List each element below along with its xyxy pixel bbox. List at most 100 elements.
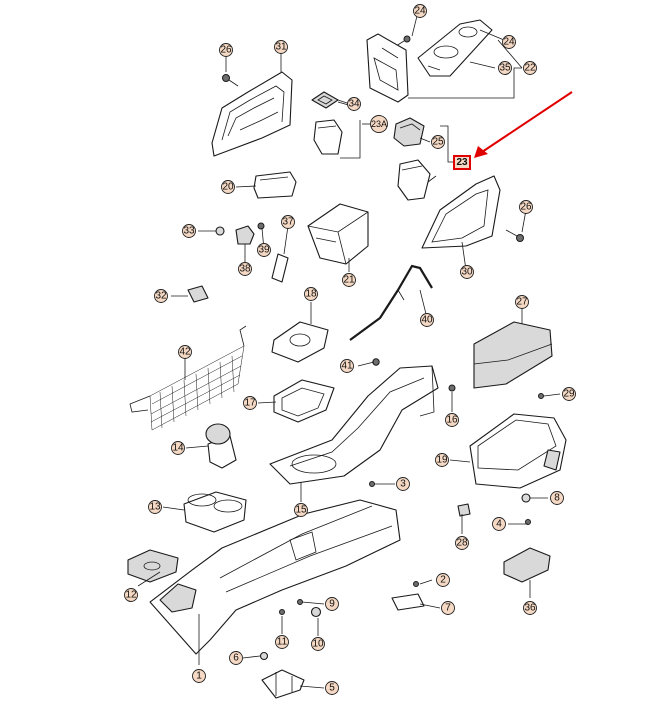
- part-4-screw: [525, 519, 531, 525]
- callout-35: 35: [498, 61, 512, 75]
- callout-9-label: 9: [329, 599, 335, 610]
- callout-13-label: 13: [149, 502, 161, 513]
- callout-9: 9: [325, 597, 339, 611]
- callout-31: 31: [274, 40, 288, 54]
- part-17-trim-ring: [273, 379, 335, 423]
- callout-36: 36: [523, 601, 537, 615]
- callout-36-label: 36: [524, 603, 536, 614]
- part-26-screw-right: [505, 229, 524, 242]
- callout-23-label: 23: [456, 157, 468, 168]
- callout-41: 41: [340, 359, 354, 373]
- part-28-clip: [457, 503, 471, 517]
- callout-39: 39: [257, 243, 271, 257]
- callout-1-label: 1: [196, 671, 202, 682]
- callout-7-label: 7: [445, 603, 451, 614]
- callout-25-label: 25: [432, 137, 444, 148]
- part-40-cable: [349, 264, 433, 341]
- part-7-bracket: [391, 593, 425, 611]
- callout-40: 40: [420, 313, 434, 327]
- part-1-console-base: [149, 499, 401, 655]
- part-27-armrest-lid: [473, 321, 553, 389]
- callout-11: 11: [275, 635, 289, 649]
- part-6-clip: [259, 651, 269, 661]
- callout-16: 16: [445, 413, 459, 427]
- callout-29-label: 29: [563, 389, 575, 400]
- part-26-screw-left: [222, 74, 239, 87]
- callout-31-label: 31: [275, 42, 287, 53]
- callout-1: 1: [192, 669, 206, 683]
- callout-22-label: 22: [524, 63, 536, 74]
- callout-37-label: 37: [282, 217, 294, 228]
- part-16-clip: [448, 384, 456, 392]
- callout-34-label: 34: [348, 99, 360, 110]
- part-18-shifter-boot: [271, 321, 329, 363]
- callout-26-right-label: 26: [520, 202, 532, 213]
- callout-33: 33: [182, 224, 196, 238]
- part-42-cargo-net: [129, 325, 247, 431]
- part-32-connector: [187, 285, 209, 303]
- callout-30: 30: [460, 265, 474, 279]
- highlight-arrow: [474, 91, 573, 158]
- part-39-bulb: [257, 222, 265, 230]
- callout-2-label: 2: [440, 575, 446, 586]
- callout-3: 3: [396, 477, 410, 491]
- callout-10: 10: [311, 637, 325, 651]
- callout-10-label: 10: [312, 639, 324, 650]
- callout-16-label: 16: [446, 415, 458, 426]
- part-8-grommet: [521, 493, 531, 503]
- callout-4: 4: [492, 517, 506, 531]
- part-24-screw-top: [395, 35, 411, 47]
- callout-17: 17: [243, 396, 257, 410]
- callout-42: 42: [178, 345, 192, 359]
- callout-18-label: 18: [305, 289, 317, 300]
- callout-38-label: 38: [239, 264, 251, 275]
- callout-8: 8: [550, 491, 564, 505]
- callout-20-label: 20: [222, 182, 234, 193]
- callout-26-left: 26: [219, 43, 233, 57]
- callout-20: 20: [221, 180, 235, 194]
- callout-14: 14: [171, 441, 185, 455]
- callout-8-label: 8: [554, 493, 560, 504]
- callout-23A-label: 23A: [371, 119, 387, 129]
- part-2-screw: [413, 581, 419, 587]
- part-21-storage-box: [307, 203, 369, 265]
- callout-33-label: 33: [183, 226, 195, 237]
- callout-39-label: 39: [258, 245, 270, 256]
- part-33-clip: [215, 226, 225, 236]
- part-25-small-box: [393, 117, 425, 147]
- callout-2: 2: [436, 573, 450, 587]
- callout-24-right: 24: [502, 35, 516, 49]
- part-15-console-frame: [269, 365, 439, 485]
- callout-23A: 23A: [370, 115, 388, 133]
- callout-29: 29: [562, 387, 576, 401]
- callout-24-top-label: 24: [414, 6, 426, 17]
- callout-21-label: 21: [343, 275, 355, 286]
- part-20-small-tray: [253, 171, 297, 199]
- part-30-right-side-trim: [421, 175, 501, 249]
- part-3-screw: [369, 481, 375, 487]
- part-34-button: [311, 91, 339, 109]
- part-13-cupholder: [183, 491, 247, 533]
- callout-17-label: 17: [244, 398, 256, 409]
- callout-27: 27: [515, 295, 529, 309]
- part-23A-tray: [313, 119, 343, 155]
- part-38-switch: [235, 225, 255, 245]
- leader-lines: [137, 11, 561, 689]
- callout-15-label: 15: [295, 505, 307, 516]
- part-12-cover: [127, 549, 179, 583]
- callout-25: 25: [431, 135, 445, 149]
- callout-3-label: 3: [400, 479, 406, 490]
- part-14-ash-cup: [205, 423, 237, 469]
- callout-22: 22: [523, 61, 537, 75]
- callout-28-label: 28: [456, 538, 468, 549]
- callout-24-top: 24: [413, 4, 427, 18]
- callout-19-label: 19: [436, 455, 448, 466]
- part-36-pad: [503, 547, 551, 583]
- part-29-screw: [538, 393, 544, 399]
- callout-18: 18: [304, 287, 318, 301]
- callout-26-right: 26: [519, 200, 533, 214]
- callout-21: 21: [342, 273, 356, 287]
- callout-30-label: 30: [461, 267, 473, 278]
- callout-41-label: 41: [341, 361, 353, 372]
- callout-13: 13: [148, 500, 162, 514]
